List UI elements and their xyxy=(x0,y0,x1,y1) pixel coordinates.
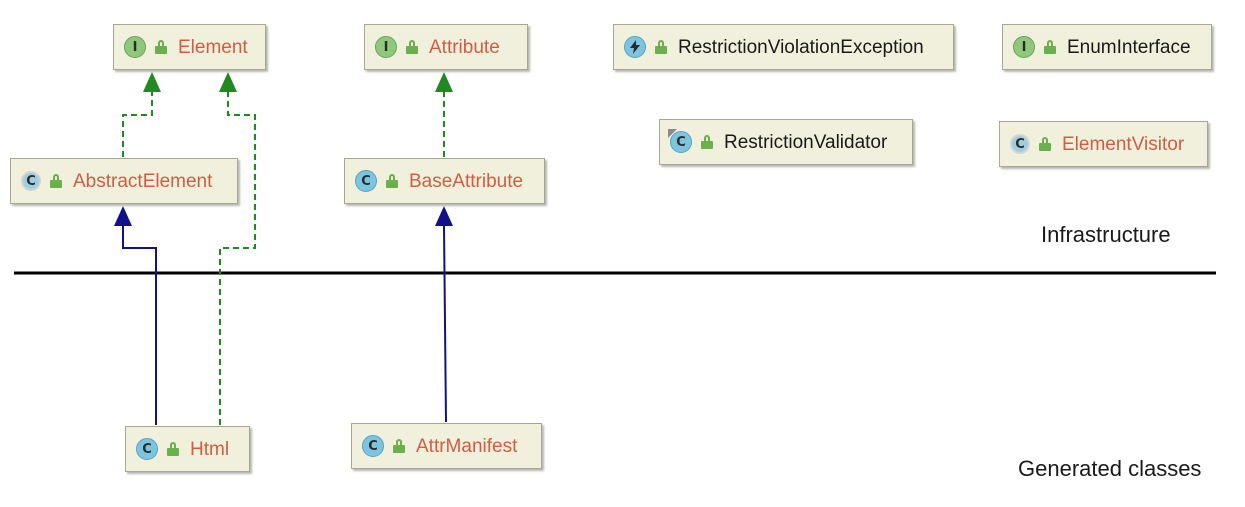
arrowhead-extends-baseattribute xyxy=(435,206,453,226)
node-label: BaseAttribute xyxy=(409,170,524,192)
edge-html-implements-element xyxy=(219,92,256,425)
node-label: RestrictionViolationException xyxy=(678,36,924,58)
edge-html-extends-abstractelement xyxy=(122,226,157,425)
public-lock-icon xyxy=(405,40,419,54)
node-label: Html xyxy=(190,438,230,460)
node-element-visitor[interactable]: C ElementVisitor xyxy=(999,121,1208,167)
interface-icon: I xyxy=(1013,36,1035,58)
node-label: RestrictionValidator xyxy=(724,131,888,153)
interface-icon: I xyxy=(375,36,397,58)
interface-icon: I xyxy=(124,36,146,58)
abstract-class-icon: C xyxy=(21,171,41,191)
class-icon: C xyxy=(362,435,384,457)
node-attr-manifest[interactable]: C AttrManifest xyxy=(351,423,542,469)
node-html[interactable]: C Html xyxy=(125,426,250,472)
final-class-icon: C xyxy=(670,131,692,153)
arrowhead-implements-attribute xyxy=(435,72,453,92)
lightning-icon xyxy=(624,36,646,58)
node-restriction-violation-exception[interactable]: RestrictionViolationException xyxy=(613,24,954,70)
node-label: EnumInterface xyxy=(1067,36,1191,58)
arrowhead-extends-abstractelement xyxy=(114,206,132,226)
node-abstract-element[interactable]: C AbstractElement xyxy=(10,158,238,204)
node-base-attribute[interactable]: C BaseAttribute xyxy=(344,158,545,204)
class-icon: C xyxy=(355,170,377,192)
node-label: AbstractElement xyxy=(73,170,213,192)
node-element[interactable]: I Element xyxy=(113,24,266,70)
public-lock-icon xyxy=(1043,40,1057,54)
public-lock-icon xyxy=(49,174,63,188)
region-label-infrastructure: Infrastructure xyxy=(1041,222,1171,247)
edge-attrmanifest-extends-baseattribute xyxy=(443,225,447,423)
arrowhead-implements-element-1 xyxy=(143,72,161,92)
public-lock-icon xyxy=(654,40,668,54)
abstract-class-icon: C xyxy=(1010,134,1030,154)
node-attribute[interactable]: I Attribute xyxy=(364,24,528,70)
public-lock-icon xyxy=(392,439,406,453)
public-lock-icon xyxy=(700,135,714,149)
public-lock-icon xyxy=(385,174,399,188)
node-enum-interface[interactable]: I EnumInterface xyxy=(1002,24,1212,70)
class-icon: C xyxy=(136,438,158,460)
arrowhead-implements-element-2 xyxy=(219,72,237,92)
public-lock-icon xyxy=(166,442,180,456)
public-lock-icon xyxy=(154,40,168,54)
node-label: Element xyxy=(178,36,248,58)
node-label: AttrManifest xyxy=(416,435,518,457)
region-label-generated-classes: Generated classes xyxy=(1018,456,1202,481)
edge-abstractelement-implements-element xyxy=(122,92,153,157)
node-label: ElementVisitor xyxy=(1062,133,1185,155)
node-label: Attribute xyxy=(429,36,500,58)
public-lock-icon xyxy=(1038,137,1052,151)
node-restriction-validator[interactable]: C RestrictionValidator xyxy=(659,119,913,165)
